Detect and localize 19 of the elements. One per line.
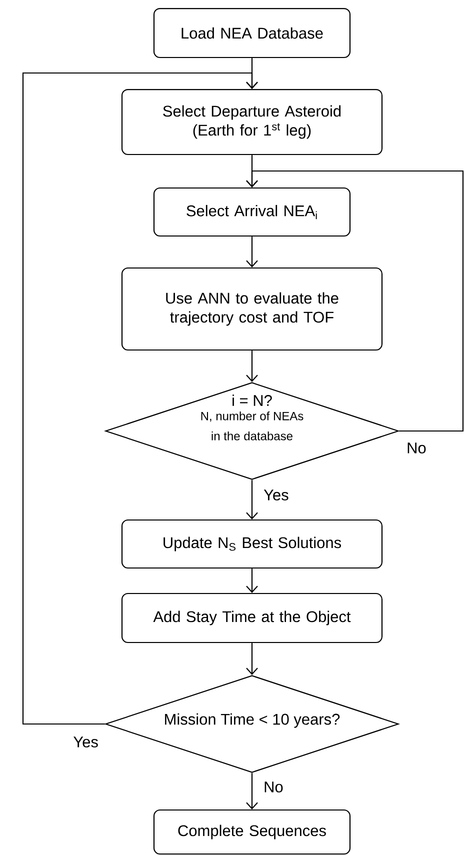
- process-box: Select Departure Asteroid (Earth for 1$^{st}$ leg): [121, 88, 383, 156]
- arrow: [246, 350, 258, 382]
- edge-label: Yes: [72, 736, 100, 748]
- process-box: Use ANN to evaluate the trajectory cost and TOF: [121, 267, 383, 351]
- process-box: Load NEA Database: [153, 8, 351, 58]
- process-box: Complete Sequences: [153, 809, 351, 855]
- edge-label: No: [262, 780, 284, 794]
- edge-label: Yes: [262, 488, 290, 502]
- arrow: [246, 643, 258, 675]
- arrow: [246, 568, 258, 593]
- process-box: Update N$_{S}$ Best Solutions: [121, 519, 383, 569]
- edge-label: No: [406, 442, 428, 454]
- arrow: [246, 170, 464, 432]
- arrow: [246, 773, 258, 810]
- process-box: Select Arrival NEA$_{i}$: [153, 187, 351, 237]
- arrow: [246, 480, 258, 520]
- arrow: [22, 72, 258, 725]
- arrow: [246, 236, 258, 268]
- process-box: Add Stay Time at the Object: [121, 592, 383, 644]
